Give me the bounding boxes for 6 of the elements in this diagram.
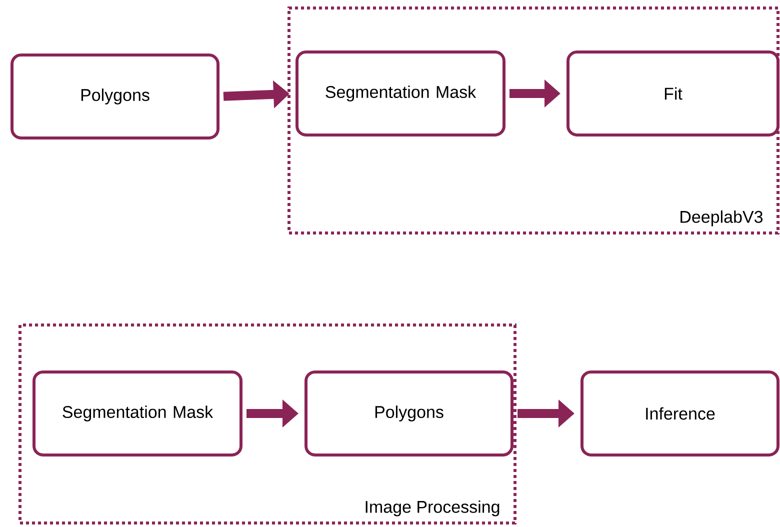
- process-box: Segmentation Mask: [32, 370, 242, 456]
- process-box: Polygons: [10, 54, 220, 140]
- process-box: Inference: [580, 370, 780, 456]
- process-box: Fit: [566, 50, 780, 136]
- process-box: Polygons: [304, 370, 514, 456]
- process-box: Segmentation Mask: [296, 50, 506, 136]
